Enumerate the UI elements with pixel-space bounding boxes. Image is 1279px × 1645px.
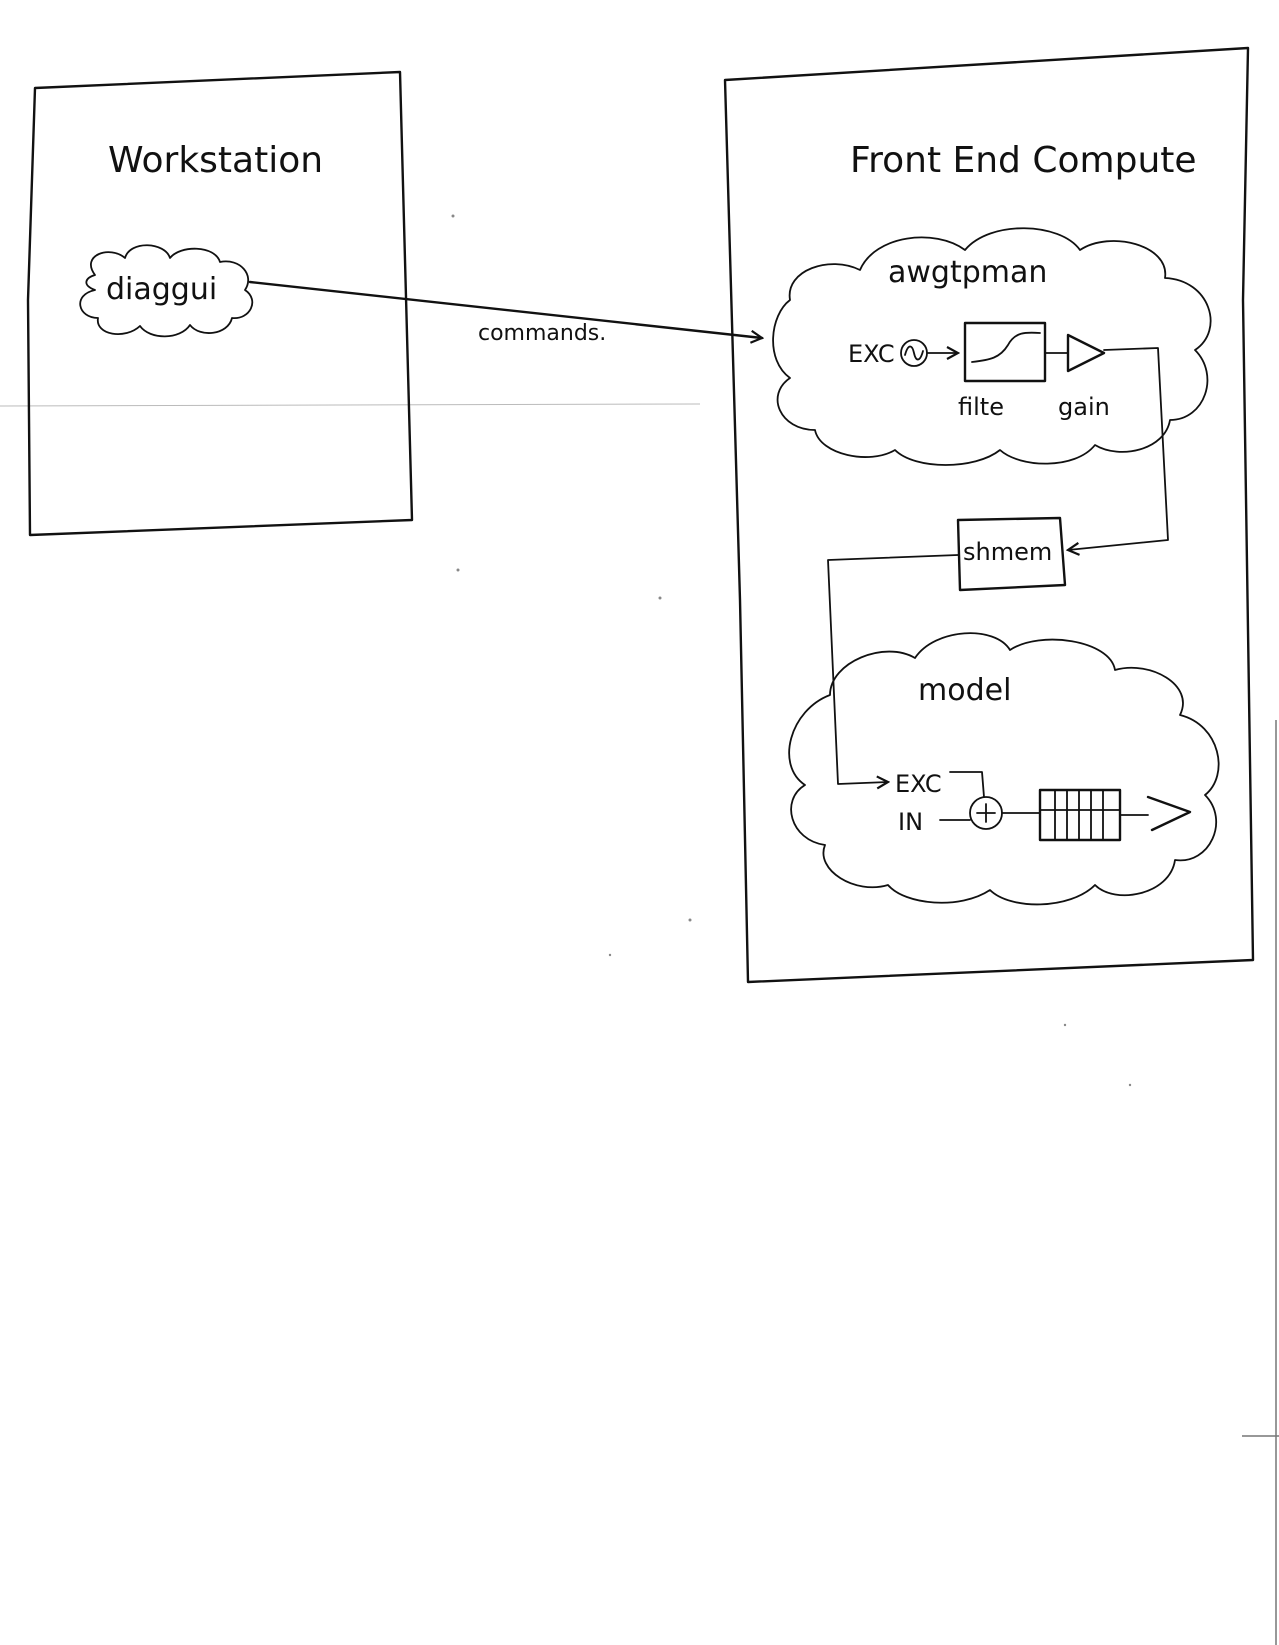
front-end-box: Front End Compute [723,46,1255,984]
model-exc-label: EXC [895,770,942,798]
model-cloud: model EXC IN [788,632,1220,906]
diaggui-cloud: diaggui [79,244,254,338]
awgtpman-to-shmem-wire [1068,347,1169,550]
filter-block [963,321,1047,383]
filter-response-icon [971,331,1041,363]
awgtpman-title: awgtpman [888,255,1047,290]
filter-label: filte [958,393,1004,421]
model-buffer-block [1038,788,1122,842]
workstation-box: Workstation diaggui [26,70,414,537]
gain-label: gain [1058,393,1110,421]
workstation-title: Workstation [108,140,323,181]
signal-source-icon [900,339,928,367]
model-in-label: IN [898,808,923,836]
shmem-block: shmem [956,516,1067,592]
model-gain-icon [1146,795,1192,832]
awgtpman-exc-label: EXC [848,340,895,368]
front-end-title: Front End Compute [850,140,1197,181]
commands-label: commands. [478,321,606,346]
shmem-label: shmem [963,538,1052,566]
scan-specks [451,214,1132,1087]
shmem-to-model-wire [827,554,959,784]
sine-wave-icon [904,345,924,361]
commands-connection: commands. [248,280,762,346]
model-title: model [918,673,1011,708]
awgtpman-gain-icon [1066,333,1106,373]
diaggui-label: diaggui [106,272,217,307]
awgtpman-cloud: awgtpman EXC filte gain [772,227,1212,466]
scan-artifact-line [0,403,701,407]
